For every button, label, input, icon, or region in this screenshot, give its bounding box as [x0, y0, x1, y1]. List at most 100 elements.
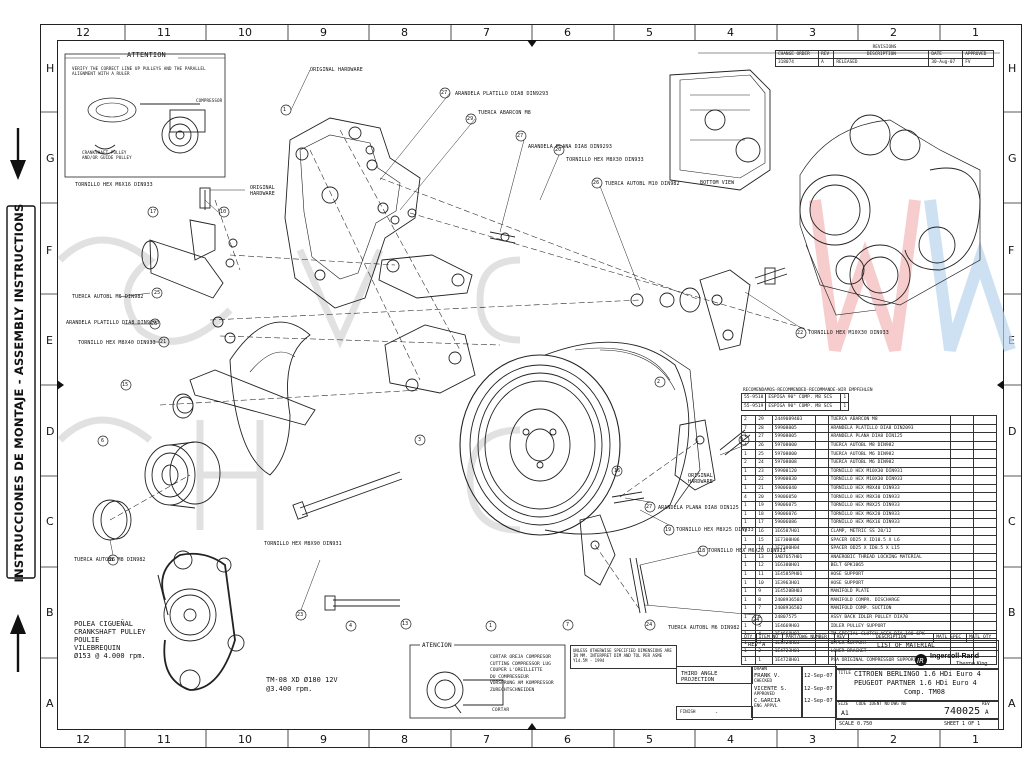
parts-cell: 1 [740, 526, 757, 537]
parts-cell [972, 432, 998, 442]
parts-cell [815, 483, 829, 494]
parts-cell [972, 423, 998, 434]
parts-cell: 1 [740, 483, 757, 494]
row-label: G [46, 152, 55, 165]
parts-cell [972, 526, 998, 537]
parts-cell [949, 621, 974, 631]
parts-cell: 2408936503 [771, 595, 817, 606]
parts-cell: 59006075 [771, 500, 817, 511]
parts-cell: 59900120 [771, 466, 817, 477]
parts-cell: HOSE SUPPORT [827, 578, 951, 588]
parts-cell: TORNILLO HEX M8X40 DIN933 [827, 483, 951, 494]
hose-support [141, 187, 238, 299]
parts-cell: IDLER PULLEY SUPPORT [827, 621, 951, 631]
parts-cell [815, 492, 829, 502]
parts-cell: BELT 6PK1065 [827, 561, 951, 571]
ingersoll-rand-logo-icon: IR [915, 654, 927, 666]
crankshaft-pulley-note: POLEA CIGUEÑAL CRANKSHAFT PULLEY POULIE … [74, 620, 146, 660]
parts-cell [949, 543, 974, 554]
col-label: 8 [401, 26, 408, 39]
atencion-figure [409, 644, 566, 719]
parts-cell: ASSY BACK IDLER PULLEY DIA70 [827, 612, 951, 623]
balloon-number: 6 [101, 438, 105, 444]
parts-cell: 1E6587H01 [771, 526, 817, 537]
parts-cell [972, 621, 998, 631]
col-label: 1 [972, 733, 979, 746]
parts-cell: TORNILLO HEX M10X30 DIN933 [827, 475, 951, 485]
parts-cell [949, 509, 974, 520]
parts-cell: 4 [740, 440, 757, 451]
parts-cell: TORNILLO HEX M8X30 DIN933 [827, 492, 951, 502]
parts-cell: 4 [740, 492, 757, 502]
parts-cell: 1E4520BH03 [771, 586, 817, 597]
parts-cell [949, 604, 974, 614]
row-label: D [46, 425, 55, 438]
col-label: 10 [238, 733, 252, 746]
callout-tornillo-m6x16: TORNILLO HEX M6X16 DIN933 [75, 182, 153, 188]
balloon-number: 7 [566, 622, 570, 628]
parts-cell: 25 [755, 449, 773, 459]
balloon-number: 24 [646, 622, 653, 628]
col-label: 8 [401, 733, 408, 746]
col-label: 11 [157, 733, 171, 746]
parts-cell [815, 535, 829, 545]
arrow-down-icon [10, 160, 26, 180]
parts-cell: 1 [740, 543, 757, 554]
parts-cell: TUERCA AUTOBL M6 DIN982 [827, 457, 951, 468]
parts-cell [815, 586, 829, 597]
parts-cell: 23 [755, 466, 773, 477]
parts-cell: TUERCA AUTOBL M6 DIN982 [827, 449, 951, 459]
parts-cell: 1 [740, 595, 757, 606]
parts-cell: 59006040 [771, 483, 817, 494]
svg-text:IR: IR [917, 657, 924, 665]
row-label: A [1008, 697, 1016, 710]
callout-original-hardware-right: ORIGINAL HARDWARE [688, 473, 713, 485]
balloon-number: 20 [555, 147, 562, 153]
parts-cell: 20 [755, 492, 773, 502]
attention-crank: CRANKSHAFT PULLEY AND/OR GUIDE PULLEY [82, 150, 132, 160]
balloon-number: 24 [753, 617, 760, 623]
col-label: 3 [809, 26, 816, 39]
col-label: 9 [320, 733, 327, 746]
attention-text: VERIFY THE CORRECT LINE UP PULLEYS AND T… [72, 66, 206, 76]
callout-arandela-plana: ARANDELA PLANA DIA8 DIN9293 [528, 144, 612, 150]
parts-cell [949, 518, 974, 528]
parts-cell: 1 [740, 500, 757, 511]
parts-cell [815, 578, 829, 588]
col-label: 5 [646, 26, 653, 39]
callout-tornillo-m8x30: TORNILLO HEX M8X30 DIN933 [566, 157, 644, 163]
parts-cell: 24 [755, 457, 773, 468]
parts-cell [815, 518, 829, 528]
row-label: F [1008, 244, 1015, 257]
parts-cell [949, 492, 974, 502]
parts-cell [949, 526, 974, 537]
parts-cell: 59006076 [771, 509, 817, 520]
parts-cell [949, 475, 974, 485]
balloon-number: 26 [109, 557, 116, 563]
parts-cell: 2 [740, 415, 757, 425]
row-label: C [46, 515, 54, 528]
parts-cell: MANIFOLD COMPR. DISCHARGE [827, 595, 951, 606]
parts-cell [972, 586, 998, 597]
parts-cell [815, 612, 829, 623]
lower-bracket [384, 324, 476, 394]
recommended-title: RECOMENDAMOS-RECOMMENDED-RECOMMANDE-WIR … [743, 388, 873, 393]
balloon-number: 28 [151, 321, 158, 327]
col-label: 9 [320, 26, 327, 39]
parts-cell [815, 595, 829, 606]
compressor-assembly [459, 341, 701, 536]
parts-cell [972, 655, 998, 666]
parts-cell: 1E3963H01 [771, 578, 817, 588]
parts-cell [815, 475, 829, 485]
parts-cell: 8 [755, 595, 773, 606]
